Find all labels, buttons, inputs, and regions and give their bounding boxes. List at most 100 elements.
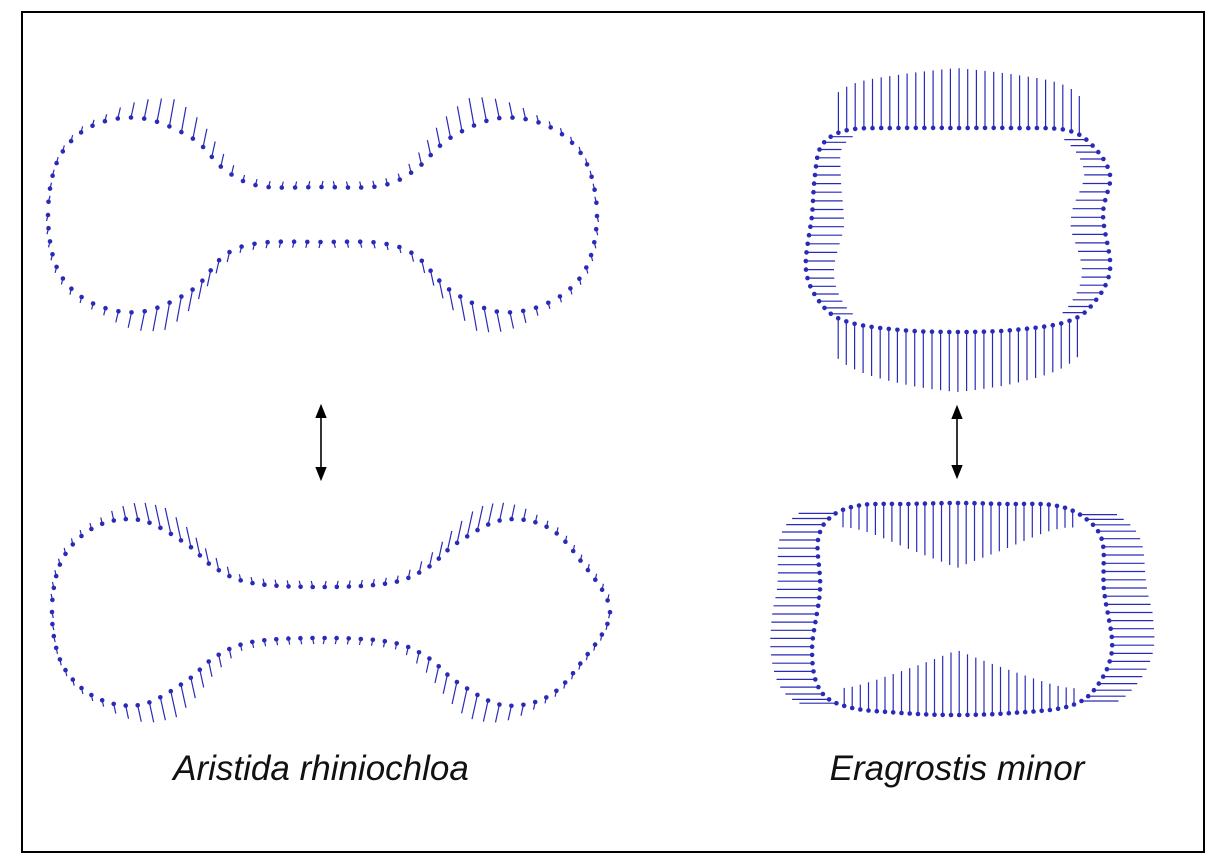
- landmark-point: [544, 695, 549, 700]
- landmark-point: [1017, 125, 1022, 131]
- landmark-point: [877, 325, 883, 331]
- landmark-point: [227, 646, 232, 652]
- landmark-point: [70, 677, 76, 682]
- landmark-point: [1084, 137, 1089, 142]
- landmark-point: [129, 310, 134, 315]
- landmark-point: [57, 657, 63, 662]
- landmark-point: [510, 115, 515, 120]
- landmark-point: [813, 164, 819, 169]
- landmark-point: [408, 170, 414, 175]
- landmark-point: [1046, 502, 1052, 507]
- landmark-point: [810, 660, 815, 666]
- landmark-point: [322, 584, 328, 590]
- landmark-point: [990, 329, 995, 334]
- landmark-point: [981, 329, 987, 335]
- landmark-point: [822, 305, 827, 311]
- landmark-point: [265, 239, 270, 245]
- displacement-vector: [154, 504, 161, 529]
- landmark-point: [973, 712, 979, 718]
- landmark-point: [836, 130, 841, 136]
- landmark-point: [813, 677, 818, 682]
- landmark-point: [238, 642, 243, 647]
- landmark-point: [79, 533, 84, 539]
- landmark-point: [292, 185, 298, 190]
- landmark-point: [45, 212, 51, 218]
- landmark-point: [370, 582, 376, 588]
- landmark-point: [1101, 206, 1106, 211]
- landmark-point: [815, 537, 821, 543]
- landmark-point: [1101, 569, 1106, 574]
- landmark-point: [599, 587, 605, 592]
- landmark-point: [286, 584, 291, 589]
- eragrostis-top-outline: [803, 68, 1113, 392]
- landmark-point: [809, 652, 815, 658]
- landmark-point: [238, 578, 243, 583]
- landmark-point: [286, 636, 291, 641]
- landmark-point: [459, 128, 465, 134]
- landmark-point: [188, 545, 194, 550]
- landmark-point: [570, 671, 576, 676]
- displacement-vector: [143, 99, 149, 119]
- landmark-point: [562, 680, 568, 685]
- landmark-point: [1085, 693, 1091, 699]
- landmark-point: [1106, 249, 1112, 254]
- landmark-point: [345, 185, 351, 190]
- landmark-point: [1103, 602, 1109, 607]
- landmark-point: [135, 703, 140, 708]
- landmark-point: [811, 628, 817, 633]
- landmark-point: [253, 182, 258, 188]
- landmark-point: [930, 501, 936, 506]
- landmark-point: [592, 642, 598, 647]
- eragrostis-bottom-outline: [770, 500, 1155, 718]
- landmark-point: [445, 548, 450, 553]
- landmark-point: [79, 685, 84, 691]
- landmark-point: [548, 125, 553, 130]
- landmark-point: [861, 126, 867, 131]
- landmark-point: [939, 125, 945, 131]
- landmark-point: [947, 500, 952, 506]
- landmark-point: [454, 540, 460, 546]
- landmark-point: [1102, 593, 1108, 599]
- landmark-point: [592, 240, 597, 245]
- landmark-point: [334, 635, 339, 641]
- displacement-vector: [211, 141, 216, 158]
- landmark-point: [208, 268, 213, 273]
- landmark-point: [964, 329, 969, 335]
- landmark-point: [111, 701, 116, 707]
- displacement-vector: [180, 106, 187, 133]
- landmark-point: [1108, 626, 1113, 631]
- landmark-point: [940, 712, 945, 718]
- landmark-point: [227, 573, 232, 579]
- displacement-vector: [448, 289, 454, 311]
- displacement-vector: [198, 280, 203, 300]
- landmark-point: [1103, 282, 1108, 288]
- landmark-point: [178, 538, 184, 543]
- landmark-point: [47, 239, 53, 244]
- displacement-vector: [446, 530, 453, 551]
- landmark-point: [397, 177, 403, 182]
- displacement-vector: [511, 504, 516, 520]
- landmark-point: [54, 264, 59, 270]
- displacement-vector: [471, 694, 478, 720]
- landmark-point: [239, 244, 244, 249]
- landmark-point: [147, 700, 152, 705]
- landmark-point: [860, 323, 866, 328]
- landmark-point: [497, 518, 502, 523]
- landmark-point: [841, 703, 847, 709]
- landmark-point: [1060, 127, 1066, 132]
- landmark-point: [882, 709, 888, 715]
- landmark-point: [848, 504, 854, 510]
- landmark-point: [1077, 512, 1083, 517]
- landmark-point: [250, 580, 255, 586]
- landmark-point: [209, 154, 215, 160]
- landmark-point: [305, 239, 310, 245]
- landmark-point: [1007, 328, 1013, 333]
- landmark-point: [866, 708, 871, 713]
- landmark-point: [1099, 290, 1104, 296]
- displacement-vector: [127, 312, 133, 328]
- landmark-point: [142, 309, 147, 314]
- landmark-point: [497, 115, 502, 121]
- landmark-point: [907, 711, 912, 716]
- landmark-point: [158, 525, 163, 531]
- landmark-point: [419, 162, 424, 167]
